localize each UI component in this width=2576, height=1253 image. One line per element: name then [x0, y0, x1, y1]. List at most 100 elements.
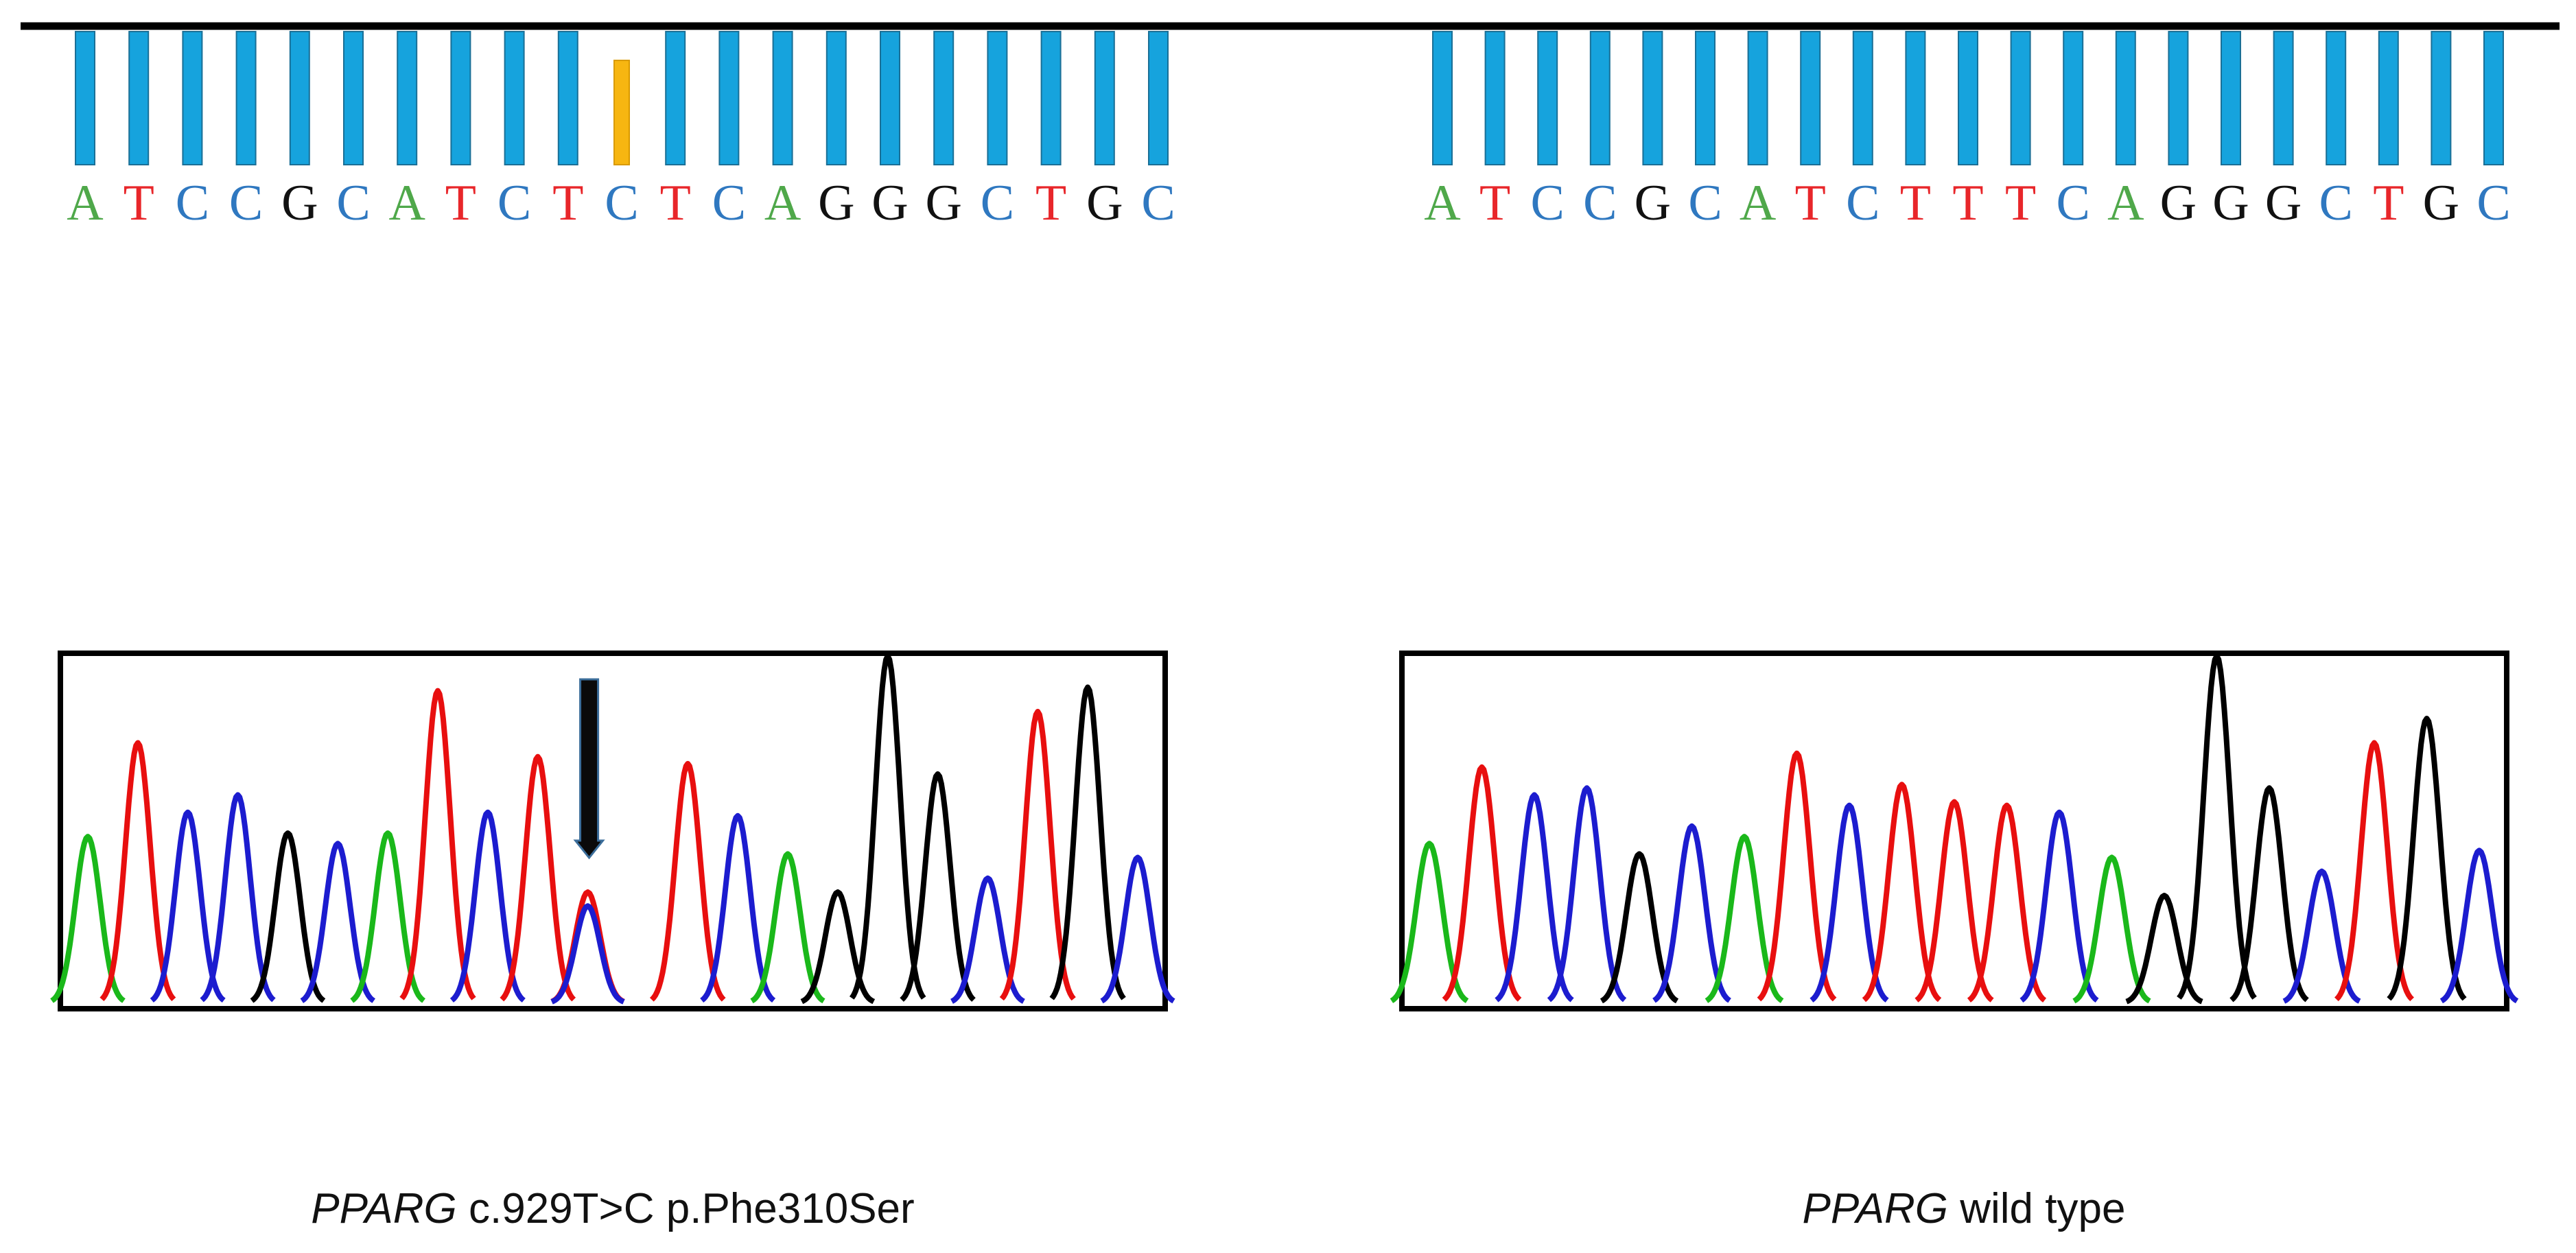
- chromatogram-frame-mutant: [58, 651, 1168, 1011]
- base-bar: [2431, 31, 2452, 165]
- trace-peak-C: [2282, 868, 2361, 1004]
- base-bar: [718, 31, 740, 165]
- base-bar: [2063, 31, 2084, 165]
- base-bar: [557, 31, 578, 165]
- base-letter: G: [2423, 175, 2459, 231]
- base-letter: T: [660, 175, 691, 231]
- base-letter: G: [281, 175, 318, 231]
- trace-peak-C: [2019, 809, 2099, 1003]
- base-letter: G: [1086, 175, 1123, 231]
- caption-mutant: PPARG c.929T>C p.Phe310Ser: [311, 1185, 914, 1232]
- base-letter: G: [2160, 175, 2197, 231]
- base-letter: G: [871, 175, 908, 231]
- base-letter: T: [2005, 175, 2036, 231]
- trace-peak-G: [1049, 684, 1126, 1000]
- caption-mutant-variant: c.929T>C p.Phe310Ser: [457, 1185, 915, 1232]
- base-bar: [235, 31, 257, 165]
- base-bar: [2378, 31, 2399, 165]
- trace-peak-G: [2125, 893, 2203, 1005]
- base-letter: G: [925, 175, 961, 231]
- base-bar: [504, 31, 525, 165]
- base-letter: T: [1479, 175, 1510, 231]
- base-letter: T: [124, 175, 154, 231]
- base-bar: [1958, 31, 1978, 165]
- trace-peak-G: [900, 771, 976, 1002]
- base-bar: [1537, 31, 1558, 165]
- base-letter: C: [2477, 175, 2510, 231]
- base-bars-mutant: [75, 31, 1169, 165]
- base-letter: T: [2373, 175, 2404, 231]
- chromatogram-traces-mutant: [50, 653, 1175, 1005]
- base-bar: [450, 31, 471, 165]
- base-letter: T: [1900, 175, 1931, 231]
- base-bar: [2273, 31, 2294, 165]
- base-bar: [1148, 31, 1169, 165]
- base-letter: A: [764, 175, 801, 231]
- base-bar: [1695, 31, 1716, 165]
- base-letter: C: [981, 175, 1014, 231]
- trace-peak-C: [1547, 785, 1627, 1003]
- base-bar: [397, 31, 418, 165]
- base-bar: [987, 31, 1008, 165]
- base-letter: A: [1740, 175, 1776, 231]
- base-letter: T: [445, 175, 476, 231]
- base-bar: [2326, 31, 2347, 165]
- base-bar: [1800, 31, 1821, 165]
- base-bar: [1094, 31, 1115, 165]
- base-letter: C: [2319, 175, 2353, 231]
- base-bar: [933, 31, 955, 165]
- trace-peak-C: [950, 875, 1025, 1004]
- base-bar: [1040, 31, 1062, 165]
- trace-peak-G: [2387, 716, 2467, 1001]
- base-letter: C: [712, 175, 746, 231]
- base-letter: G: [818, 175, 854, 231]
- trace-peak-A: [750, 851, 826, 1004]
- base-letter: T: [1035, 175, 1066, 231]
- down-arrow-icon: [573, 678, 605, 860]
- base-letter: C: [1583, 175, 1617, 231]
- trace-peak-A: [2072, 854, 2151, 1004]
- trace-peak-T: [1757, 750, 1837, 1002]
- base-letter: T: [552, 175, 583, 231]
- trace-peak-G: [800, 889, 876, 1005]
- base-bar: [826, 31, 847, 165]
- base-letter: T: [1952, 175, 1983, 231]
- trace-peak-G: [849, 653, 926, 1000]
- base-bar: [2483, 31, 2504, 165]
- trace-peak-T: [1442, 764, 1522, 1002]
- base-bar: [2221, 31, 2241, 165]
- trace-peak-C: [1100, 854, 1175, 1004]
- base-bar: [665, 31, 686, 165]
- base-letter: T: [1795, 175, 1826, 231]
- trace-peak-G: [2229, 785, 2309, 1003]
- base-bar: [182, 31, 203, 165]
- trace-peak-T: [399, 688, 476, 1000]
- base-bar: [1905, 31, 1926, 165]
- base-letter: C: [1846, 175, 1880, 231]
- base-bar: [2115, 31, 2136, 165]
- variant-arrow-shape: [573, 678, 605, 860]
- base-letter: A: [388, 175, 425, 231]
- base-bar: [1589, 31, 1611, 165]
- base-letter: C: [229, 175, 263, 231]
- trace-peak-C: [200, 792, 276, 1003]
- base-letter: C: [1531, 175, 1565, 231]
- base-bar: [343, 31, 364, 165]
- base-bar: [2010, 31, 2031, 165]
- base-letter: C: [1141, 175, 1175, 231]
- trace-peak-C: [700, 812, 776, 1003]
- base-letter: G: [2212, 175, 2249, 231]
- base-letter: C: [497, 175, 531, 231]
- base-bar: [880, 31, 900, 165]
- chromatogram-frame-wildtype: [1399, 651, 2509, 1011]
- trace-peak-T: [500, 753, 576, 1002]
- caption-wildtype-label: wild type: [1948, 1185, 2125, 1232]
- base-letter: G: [1635, 175, 1671, 231]
- caption-wildtype-gene: PPARG: [1803, 1185, 1948, 1232]
- base-bar: [289, 31, 310, 165]
- trace-peak-C: [550, 903, 625, 1005]
